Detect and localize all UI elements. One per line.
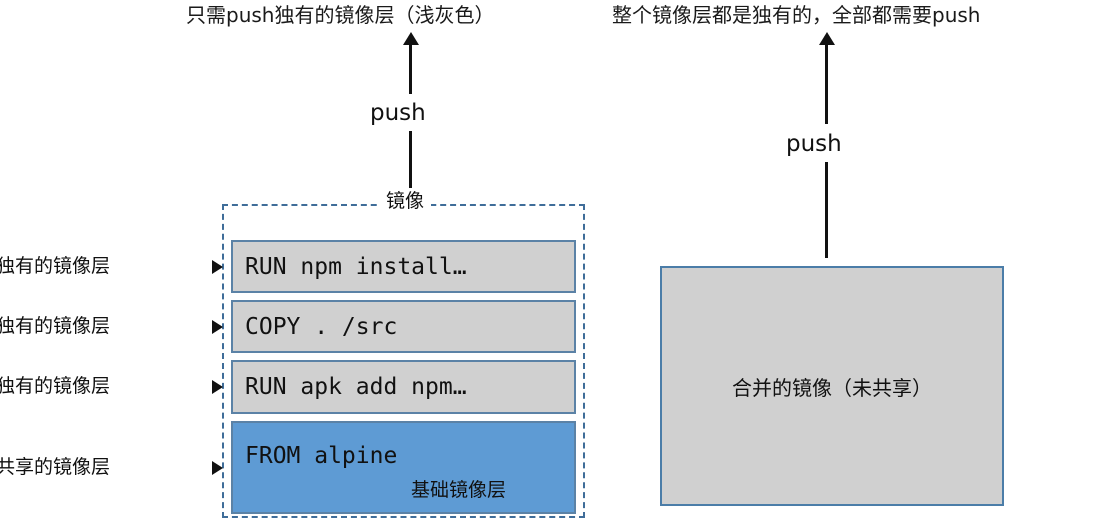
callout-arrow-shared-layer [155,461,223,475]
arrowhead-icon [212,380,223,394]
layer-from-alpine: FROM alpine 基础镜像层 [231,421,576,514]
image-group-title: 镜像 [379,189,432,213]
push-label-left: push [370,100,426,126]
callout-label-shared-layer: 共享的镜像层 [0,456,111,478]
callout-arrow-unique-layer-2 [155,320,223,334]
push-arrow-left-arrowhead-icon [403,32,419,45]
push-arrow-right-upper-shaft [825,44,828,124]
layer-copy-src: COPY . /src [231,300,576,353]
layer-command-text: COPY . /src [245,314,398,340]
layer-run-npm-install: RUN npm install… [231,240,576,293]
right-diagram-heading: 整个镜像层都是独有的，全部都需要push [612,3,981,27]
merged-image-box: 合并的镜像（未共享） [660,266,1004,506]
left-diagram-heading: 只需push独有的镜像层（浅灰色） [186,3,495,27]
arrowhead-icon [212,461,223,475]
layer-command-text: FROM alpine [245,443,398,469]
push-arrow-right-arrowhead-icon [819,32,835,45]
arrowhead-icon [212,320,223,334]
push-arrow-right-lower-shaft [825,162,828,258]
callout-label-unique-layer-3: 独有的镜像层 [0,375,111,397]
callout-label-unique-layer-2: 独有的镜像层 [0,315,111,337]
layer-command-text: RUN npm install… [245,254,467,280]
callout-arrow-unique-layer-3 [155,380,223,394]
layer-run-apk-add-npm: RUN apk add npm… [231,360,576,414]
callout-label-unique-layer-1: 独有的镜像层 [0,255,111,277]
base-layer-caption: 基础镜像层 [410,479,506,501]
layer-command-text: RUN apk add npm… [245,374,467,400]
merged-image-label: 合并的镜像（未共享） [732,376,932,400]
push-label-right: push [786,131,842,157]
push-arrow-left-upper-shaft [409,44,412,94]
arrowhead-icon [212,260,223,274]
callout-arrow-unique-layer-1 [155,260,223,274]
push-arrow-left-lower-shaft [409,131,412,188]
